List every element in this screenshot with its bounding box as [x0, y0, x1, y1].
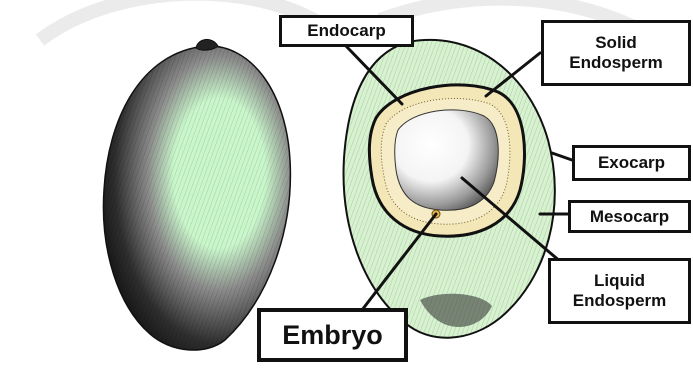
label-solid-endosperm-line1: Solid — [595, 33, 637, 53]
label-solid-endosperm-line2: Endosperm — [569, 53, 663, 73]
leader-exocarp — [552, 153, 572, 160]
label-liquid-endosperm-line1: Liquid — [594, 271, 645, 291]
label-exocarp: Exocarp — [572, 145, 691, 181]
label-embryo-text: Embryo — [282, 320, 383, 351]
label-endocarp: Endocarp — [279, 15, 414, 47]
label-solid-endosperm: Solid Endosperm — [541, 20, 691, 86]
label-mesocarp: Mesocarp — [568, 200, 691, 233]
whole-coconut-tip — [196, 39, 218, 50]
label-embryo: Embryo — [257, 308, 408, 362]
label-mesocarp-text: Mesocarp — [590, 207, 669, 227]
label-liquid-endosperm: Liquid Endosperm — [548, 258, 691, 324]
label-exocarp-text: Exocarp — [598, 153, 665, 173]
label-endocarp-text: Endocarp — [307, 21, 385, 41]
label-liquid-endosperm-line2: Endosperm — [573, 291, 667, 311]
whole-coconut — [103, 39, 290, 350]
